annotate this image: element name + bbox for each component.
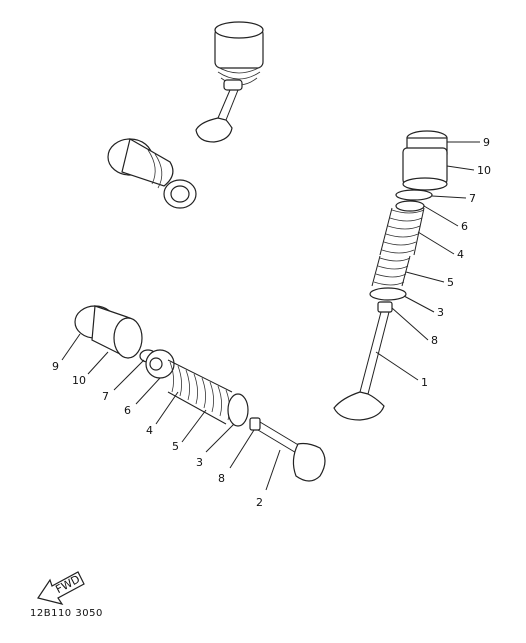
callout-right-9: 9 <box>483 136 490 149</box>
callout-left-10: 10 <box>72 374 86 387</box>
callout-right-8: 8 <box>431 334 438 347</box>
callout-right-3: 3 <box>437 306 444 319</box>
right-valve-assembly <box>333 130 448 421</box>
callout-right-5: 5 <box>447 276 454 289</box>
callout-left-4: 4 <box>146 424 153 437</box>
callout-left-9: 9 <box>52 360 59 373</box>
callout-left-2: 2 <box>256 496 263 509</box>
callout-right-10: 10 <box>477 164 491 177</box>
callout-right-7: 7 <box>469 192 476 205</box>
left-valve-assembly <box>74 305 326 482</box>
callout-left-7: 7 <box>102 390 109 403</box>
callout-left-5: 5 <box>172 440 179 453</box>
callout-left-6: 6 <box>124 404 131 417</box>
fwd-arrow: FWD <box>37 571 85 605</box>
left-callouts: 9 10 7 6 4 5 3 8 2 <box>52 333 281 509</box>
right-callouts: 9 10 7 6 4 5 3 8 1 <box>375 136 491 389</box>
callout-left-3: 3 <box>196 456 203 469</box>
callout-right-6: 6 <box>461 220 468 233</box>
callout-right-1: 1 <box>421 376 428 389</box>
callout-left-8: 8 <box>218 472 225 485</box>
top-valve-assembly <box>195 21 264 143</box>
part-code: 12B110 3050 <box>30 608 103 619</box>
callout-right-4: 4 <box>457 248 464 261</box>
upper-left-valve-assembly <box>107 138 197 209</box>
